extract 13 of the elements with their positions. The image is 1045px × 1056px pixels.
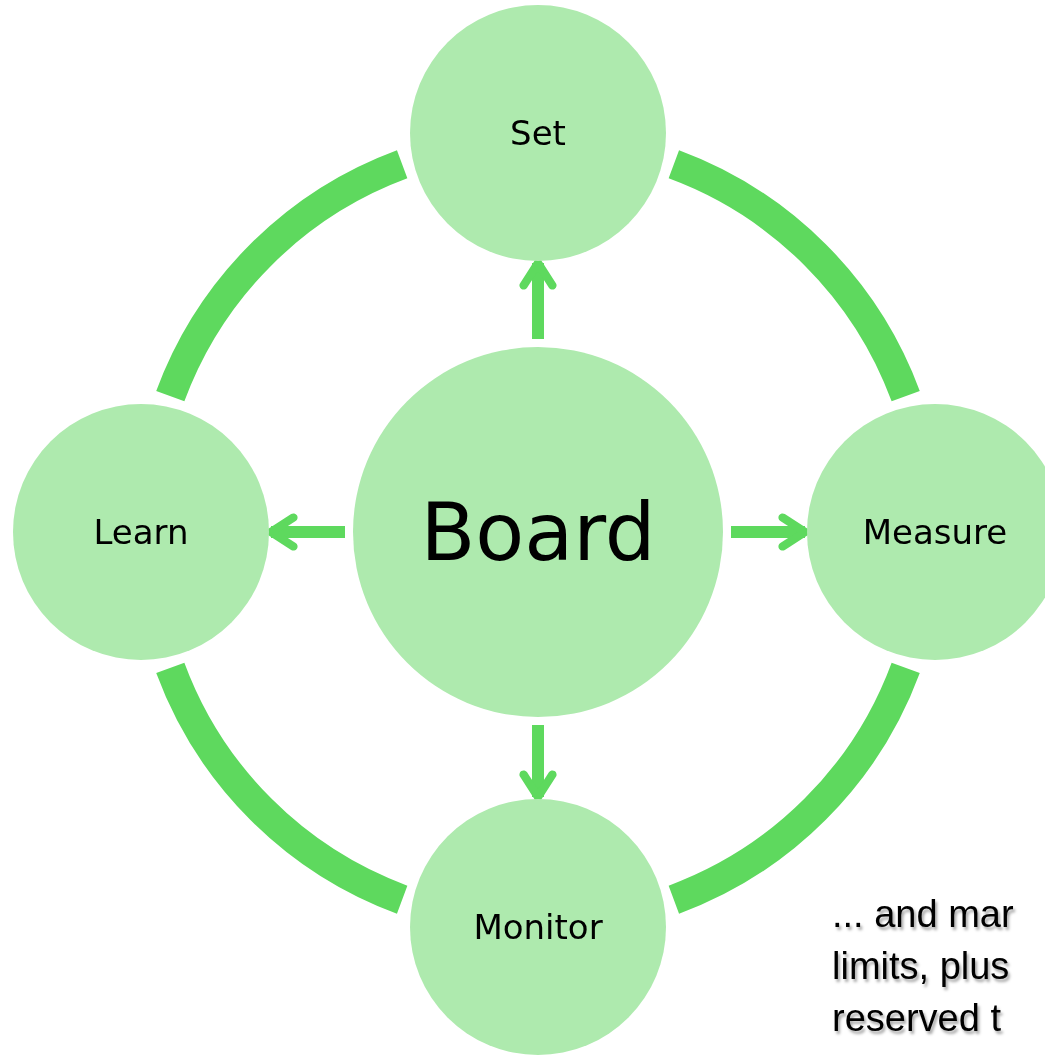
note-text: limits, plus bbox=[832, 945, 1010, 988]
center-label: Board bbox=[420, 485, 656, 579]
note-text: ... and mar bbox=[832, 893, 1014, 936]
stage-label: Measure bbox=[862, 512, 1008, 552]
note-text: reserved t bbox=[832, 997, 1001, 1040]
stage-label: Learn bbox=[93, 512, 189, 552]
ring-arc bbox=[667, 661, 920, 914]
ring-arc bbox=[156, 661, 409, 914]
stage-label: Monitor bbox=[473, 907, 603, 947]
stage-label: Set bbox=[510, 113, 566, 153]
arrow bbox=[519, 258, 557, 339]
arrow bbox=[519, 725, 557, 802]
ring-arc bbox=[156, 150, 409, 403]
